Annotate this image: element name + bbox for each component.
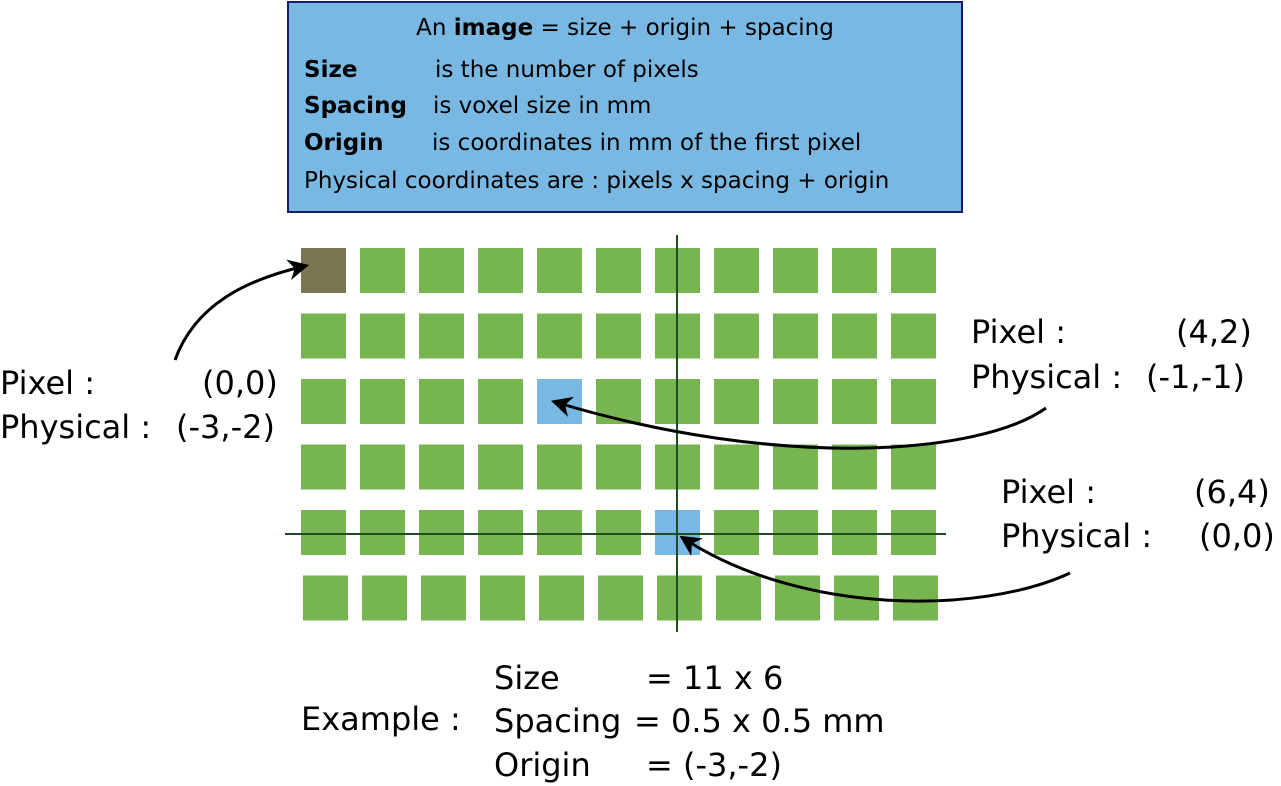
left-pixel-label: Pixel : — [0, 364, 95, 402]
pixel-cell — [891, 510, 936, 555]
pixel-cell — [716, 575, 761, 621]
pixel-cell — [537, 510, 582, 555]
pixel-cell — [596, 510, 641, 555]
pixel-cell — [773, 510, 818, 555]
pixel-cell — [419, 313, 464, 359]
pixel-cell — [478, 510, 523, 555]
pixel-cell — [598, 575, 643, 621]
left-physical-value: (-3,-2) — [176, 408, 275, 446]
title-suffix: = size + origin + spacing — [533, 15, 834, 41]
pixel-cell — [362, 575, 407, 621]
definition-title: An image = size + origin + spacing — [289, 15, 961, 41]
pixel-cells — [301, 248, 938, 621]
lower-right-pixel-label: Pixel : — [1001, 473, 1096, 511]
pixel-cell — [773, 313, 818, 359]
pixel-cell — [714, 379, 759, 424]
highlighted-pixel-cell — [537, 379, 582, 424]
pixel-cell — [478, 313, 523, 359]
pixel-cell — [832, 379, 877, 424]
origin-term: Origin — [304, 130, 384, 156]
pixel-cell — [891, 248, 936, 293]
pixel-cell — [891, 444, 936, 490]
pixel-cell — [893, 575, 938, 621]
title-keyword: image — [453, 15, 534, 41]
example-size-key: Size — [494, 659, 560, 697]
pixel-cell — [421, 575, 466, 621]
pixel-cell — [773, 379, 818, 424]
upper-right-physical-value: (-1,-1) — [1146, 358, 1245, 396]
pixel-cell — [301, 379, 346, 424]
pixel-cell — [891, 313, 936, 359]
pixel-cell — [832, 510, 877, 555]
pixel-cell — [360, 510, 405, 555]
lower-right-physical-label: Physical : — [1001, 517, 1153, 555]
pixel-cell — [360, 444, 405, 490]
arrow-to-first-pixel — [173, 259, 310, 361]
physical-formula: Physical coordinates are : pixels x spac… — [304, 168, 890, 194]
upper-right-pixel-label: Pixel : — [971, 313, 1066, 351]
pixel-cell — [360, 313, 405, 359]
spacing-term: Spacing — [304, 93, 407, 119]
example-origin-value: = (-3,-2) — [646, 746, 782, 784]
example-origin-key: Origin — [494, 746, 591, 784]
size-term: Size — [304, 57, 358, 83]
pixel-cell — [537, 313, 582, 359]
pixel-cell — [478, 444, 523, 490]
pixel-cell — [478, 379, 523, 424]
pixel-cell — [832, 444, 877, 490]
pixel-cell — [301, 444, 346, 490]
first-pixel-cell — [301, 248, 346, 293]
pixel-cell — [301, 510, 346, 555]
pixel-cell — [832, 313, 877, 359]
pixel-cell — [537, 248, 582, 293]
pixel-cell — [714, 248, 759, 293]
example-label: Example : — [301, 700, 461, 738]
example-spacing-key: Spacing — [494, 702, 622, 740]
pixel-cell — [419, 510, 464, 555]
title-prefix: An — [416, 15, 454, 41]
pixel-cell — [773, 444, 818, 490]
pixel-cell — [419, 248, 464, 293]
pixel-cell — [419, 444, 464, 490]
arrow-to-pixel-6-4 — [679, 535, 1071, 603]
example-size-value: = 11 x 6 — [646, 659, 784, 697]
upper-right-physical-label: Physical : — [971, 358, 1123, 396]
pixel-cell — [539, 575, 584, 621]
spacing-description: is voxel size in mm — [433, 93, 652, 119]
pixel-cell — [714, 444, 759, 490]
pixel-cell — [596, 379, 641, 424]
size-description: is the number of pixels — [435, 57, 699, 83]
pixel-cell — [773, 248, 818, 293]
pixel-cell — [419, 379, 464, 424]
pixel-cell — [301, 313, 346, 359]
origin-description: is coordinates in mm of the first pixel — [432, 130, 862, 156]
pixel-cell — [832, 248, 877, 293]
pixel-cell — [360, 248, 405, 293]
pixel-cell — [596, 444, 641, 490]
pixel-cell — [303, 575, 348, 621]
pixel-cell — [480, 575, 525, 621]
example-spacing-value: = 0.5 x 0.5 mm — [634, 702, 885, 740]
left-physical-label: Physical : — [0, 408, 152, 446]
definition-box: An image = size + origin + spacing Size … — [287, 1, 963, 213]
lower-right-pixel-value: (6,4) — [1194, 473, 1270, 511]
pixel-cell — [714, 510, 759, 555]
left-pixel-value: (0,0) — [202, 364, 278, 402]
pixel-cell — [596, 248, 641, 293]
pixel-cell — [360, 379, 405, 424]
pixel-cell — [478, 248, 523, 293]
lower-right-physical-value: (0,0) — [1199, 517, 1275, 555]
pixel-cell — [891, 379, 936, 424]
pixel-cell — [657, 575, 702, 621]
pixel-cell — [714, 313, 759, 359]
upper-right-pixel-value: (4,2) — [1176, 313, 1252, 351]
pixel-cell — [537, 444, 582, 490]
pixel-cell — [596, 313, 641, 359]
arrow-to-pixel-4-2 — [550, 396, 1047, 450]
